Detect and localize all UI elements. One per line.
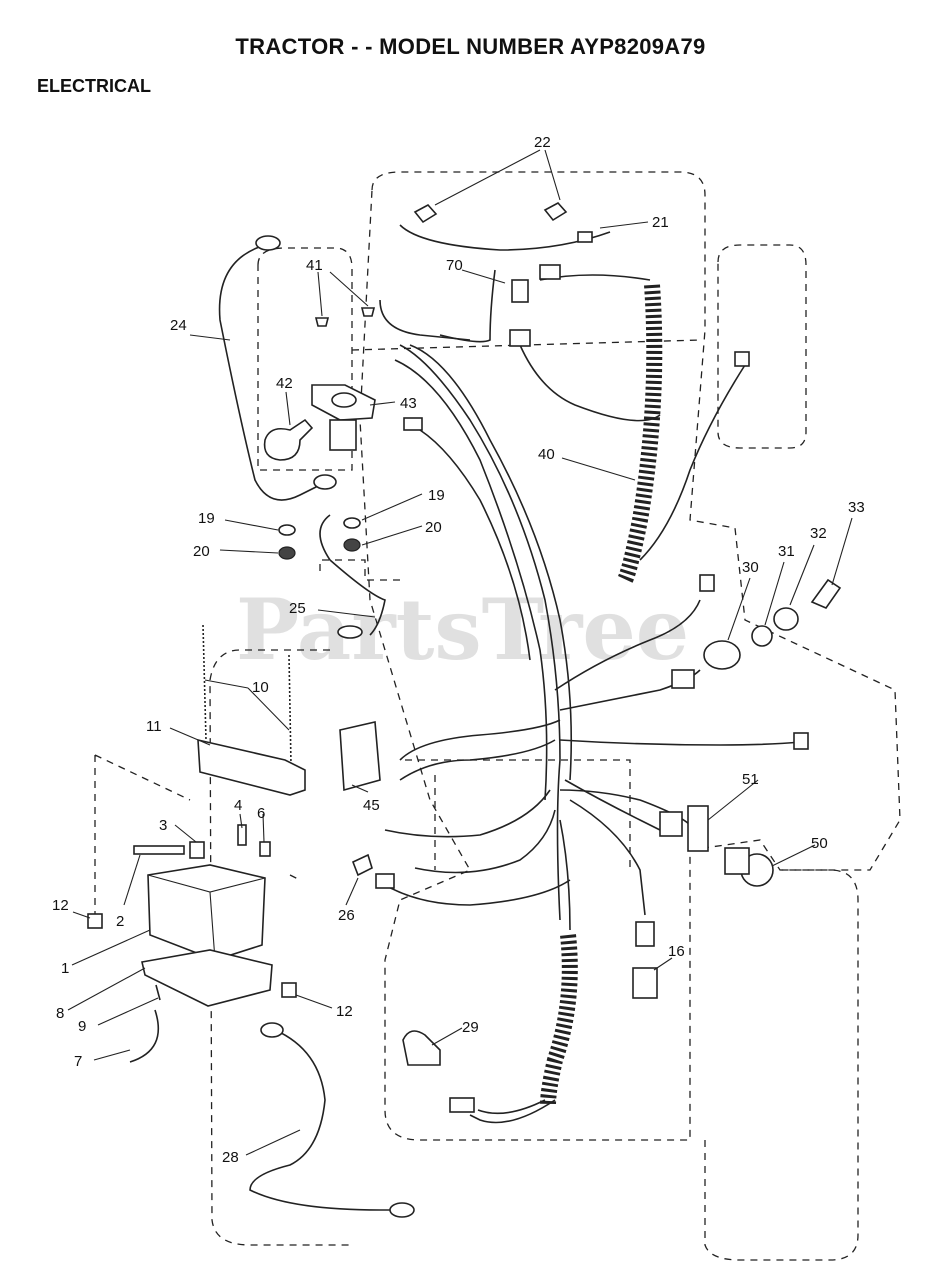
front-wheel-right-outline [717, 244, 807, 449]
callout-45: 45 [363, 797, 380, 814]
callout-19-right: 19 [428, 487, 445, 504]
callout-4: 4 [234, 797, 242, 814]
callout-numbers: 22 21 70 41 24 42 43 40 19 19 20 20 33 3… [52, 134, 865, 1166]
tube-7 [129, 1009, 160, 1063]
callout-1: 1 [61, 960, 69, 977]
ignition-switch-30 [703, 640, 741, 670]
rod-10-b [288, 654, 292, 766]
battery-tray-outline [94, 754, 301, 915]
callout-42: 42 [276, 375, 293, 392]
frame-centre-outline [405, 759, 631, 870]
hood-outline [359, 171, 901, 1141]
watermark: PartsTree [236, 580, 690, 679]
strap-9 [155, 984, 161, 1001]
lamp-22-right [543, 201, 568, 222]
callout-21: 21 [652, 214, 669, 231]
cable-25 [319, 514, 386, 636]
rod-10-a [202, 624, 207, 741]
callout-10: 10 [252, 679, 269, 696]
nut-31 [751, 625, 773, 647]
washer-19-left [278, 524, 296, 536]
nut-12-right [281, 982, 297, 998]
components [87, 201, 842, 1113]
module-45 [339, 721, 381, 792]
callout-32: 32 [810, 525, 827, 542]
callout-6: 6 [257, 805, 265, 822]
cable-24 [218, 244, 321, 501]
cable-28 [249, 1029, 401, 1211]
callout-19-left: 19 [198, 510, 215, 527]
callout-50: 50 [811, 835, 828, 852]
coiled-conduit [540, 284, 663, 1106]
callout-12-right: 12 [336, 1003, 353, 1020]
callout-20-right: 20 [425, 519, 442, 536]
hold-down-11 [197, 738, 306, 796]
callout-3: 3 [159, 817, 167, 834]
washer-19-right [343, 517, 361, 529]
callout-12-left: 12 [52, 897, 69, 914]
wire-harness [379, 224, 801, 1124]
callout-25: 25 [289, 600, 306, 617]
callout-24: 24 [170, 317, 187, 334]
relay-16 [632, 967, 658, 999]
callout-30: 30 [742, 559, 759, 576]
callout-40: 40 [538, 446, 555, 463]
callout-33: 33 [848, 499, 865, 516]
callout-31: 31 [778, 543, 795, 560]
nut-20-right [343, 538, 361, 552]
boot-42 [263, 418, 314, 461]
leader-lines [67, 149, 853, 1156]
callout-7: 7 [74, 1053, 82, 1070]
callout-28: 28 [222, 1149, 239, 1166]
page-title: TRACTOR - - MODEL NUMBER AYP8209A79 [235, 34, 706, 59]
lamp-22-left [413, 203, 438, 224]
callout-41: 41 [306, 257, 323, 274]
battery-1 [147, 864, 266, 961]
terminal-6 [259, 841, 271, 857]
battery-tray-8 [141, 949, 273, 1007]
callout-20-left: 20 [193, 543, 210, 560]
section-title: ELECTRICAL [37, 76, 151, 96]
battery-cables [218, 235, 415, 1218]
callout-11: 11 [146, 718, 162, 735]
callout-26: 26 [338, 907, 355, 924]
callout-2: 2 [116, 913, 124, 930]
bolt-41-b [360, 307, 376, 317]
callout-16: 16 [668, 943, 685, 960]
callout-70: 70 [446, 257, 463, 274]
terminal-3 [189, 841, 205, 859]
connector-70 [511, 279, 529, 303]
seat-switch-29 [402, 1030, 441, 1066]
key-33 [810, 578, 842, 609]
bolt-2 [133, 845, 185, 855]
rear-wheel-right-outline [704, 869, 859, 1261]
callout-43: 43 [400, 395, 417, 412]
callout-29: 29 [462, 1019, 479, 1036]
callout-51: 51 [742, 771, 759, 788]
callout-22: 22 [534, 134, 551, 151]
tractor-outline [94, 171, 901, 1261]
switch-51 [687, 805, 709, 852]
fuse-26 [351, 853, 373, 877]
callout-8: 8 [56, 1005, 64, 1022]
bolt-41-a [314, 317, 330, 327]
bezel-32 [773, 607, 799, 631]
frame-top-outline [319, 559, 400, 581]
callout-9: 9 [78, 1018, 86, 1035]
nut-12-left [87, 913, 103, 929]
nut-20-left [278, 546, 296, 560]
